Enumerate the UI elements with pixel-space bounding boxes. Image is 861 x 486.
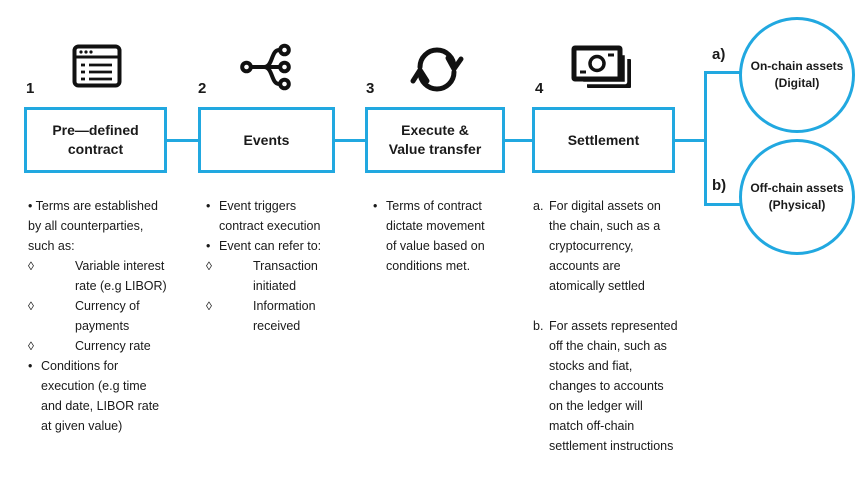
banknotes-icon [571,45,635,92]
note-text: For digital assets on the chain, such as… [549,199,661,293]
step-number-1: 1 [26,80,35,97]
branch-line-b [704,203,742,206]
note-text: Currency rate [75,339,151,353]
outcome-circle-off-chain: Off-chain assets (Physical) [739,139,855,255]
note-item: • Event can refer to: [206,236,356,256]
contract-window-icon [72,44,122,88]
note-text: Currency of payments [75,299,140,333]
alpha-marker-b: b. [533,319,544,333]
step-title: Events [243,131,290,148]
note-item: ◊ Information received [206,296,356,336]
step-number-2: 2 [198,80,207,97]
branch-bracket-vertical [704,71,707,206]
round-bullet: • [373,199,378,213]
note-item: ◊ Currency rate [28,336,193,356]
outcome-label: Off-chain assets (Physical) [750,181,844,212]
notes-settlement: a. For digital assets on the chain, such… [533,196,711,456]
step-number-3: 3 [366,80,375,97]
note-item: • Terms of contract dictate movement of … [373,196,523,276]
branch-label-a: a) [712,46,726,63]
step-box-settlement: Settlement [532,107,675,173]
outcome-label: On-chain assets (Digital) [750,59,844,90]
note-item: • Event triggers contract execution [206,196,356,236]
alpha-marker-a: a. [533,199,544,213]
note-text: Terms of contract dictate movement of va… [386,199,485,273]
round-bullet: • [206,199,211,213]
note-item: b. For assets represented off the chain,… [533,316,711,456]
diamond-bullet: ◊ [28,259,34,273]
outcome-circle-on-chain: On-chain assets (Digital) [739,17,855,133]
step-box-execute-value-transfer: Execute & Value transfer [365,107,505,173]
connector-3-4 [505,139,532,142]
round-bullet: • [28,359,33,373]
diamond-bullet: ◊ [28,339,34,353]
note-text: For assets represented off the chain, su… [549,319,678,453]
note-text: Conditions for execution (e.g time and d… [41,359,160,433]
step-box-predefined-contract: Pre—defined contract [24,107,167,173]
notes-execute-value-transfer: • Terms of contract dictate movement of … [373,196,523,276]
step-number-4: 4 [535,80,544,97]
branch-events-icon [240,43,292,91]
note-text: Event can refer to: [219,239,322,253]
connector-4-branch [675,139,707,142]
sync-arrows-icon [406,42,468,97]
note-item: • Terms are established by all counterpa… [28,196,193,256]
diamond-bullet: ◊ [206,299,212,313]
note-item: ◊ Variable interest rate (e.g LIBOR) [28,256,193,296]
note-item: • Conditions for execution (e.g time and… [28,356,193,436]
step-title: Pre—defined contract [52,122,139,157]
connector-1-2 [167,139,198,142]
diamond-bullet: ◊ [28,299,34,313]
step-title: Settlement [567,131,640,148]
round-bullet: • [206,239,211,253]
note-text: Transaction initiated [253,259,318,293]
notes-events: • Event triggers contract execution • Ev… [206,196,356,336]
branch-line-a [704,71,742,74]
note-text: Variable interest rate (e.g LIBOR) [75,259,167,293]
note-text: Information received [253,299,316,333]
connector-2-3 [335,139,365,142]
branch-label-b: b) [712,177,727,194]
notes-predefined-contract: • Terms are established by all counterpa… [28,196,193,436]
note-text: Event triggers contract execution [219,199,321,233]
note-item: a. For digital assets on the chain, such… [533,196,711,296]
step-title: Execute & Value transfer [388,122,482,157]
step-box-events: Events [198,107,335,173]
diamond-bullet: ◊ [206,259,212,273]
note-text: • Terms are established by all counterpa… [28,199,158,253]
note-item: ◊ Currency of payments [28,296,193,336]
note-item: ◊ Transaction initiated [206,256,356,296]
